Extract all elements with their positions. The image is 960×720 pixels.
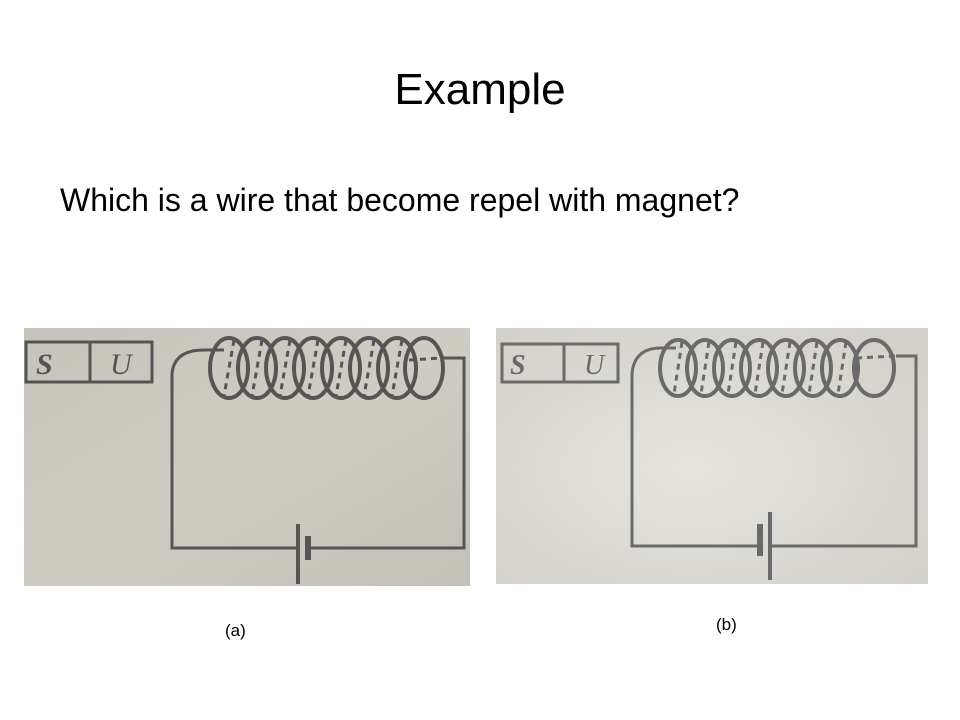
magnet-pole-right: U: [584, 350, 606, 381]
magnet-pole-left: S: [36, 348, 53, 381]
wire-lead: [630, 346, 676, 375]
circuit-diagram-a: S U: [24, 328, 470, 586]
circuit-figure-a: S U: [24, 328, 470, 586]
circuit-diagram-b: S U: [496, 328, 928, 584]
magnet-pole-right: U: [110, 348, 134, 381]
slide-title: Example: [394, 65, 566, 114]
wire-lead: [170, 348, 224, 375]
figure-caption-a: (a): [225, 621, 246, 640]
bar-magnet: [500, 342, 620, 384]
wire-left: [630, 374, 758, 548]
battery: [296, 524, 311, 584]
wire-right: [310, 356, 466, 550]
circuit-figure-b: S U: [496, 328, 928, 584]
wire-right: [772, 354, 918, 548]
coil: [208, 336, 445, 400]
coil: [658, 338, 896, 398]
magnet-pole-left: S: [510, 350, 526, 381]
figure-caption-b: (b): [716, 615, 737, 634]
question-text: Which is a wire that become repel with m…: [60, 182, 740, 218]
battery: [757, 512, 772, 580]
wire-left: [170, 374, 296, 550]
